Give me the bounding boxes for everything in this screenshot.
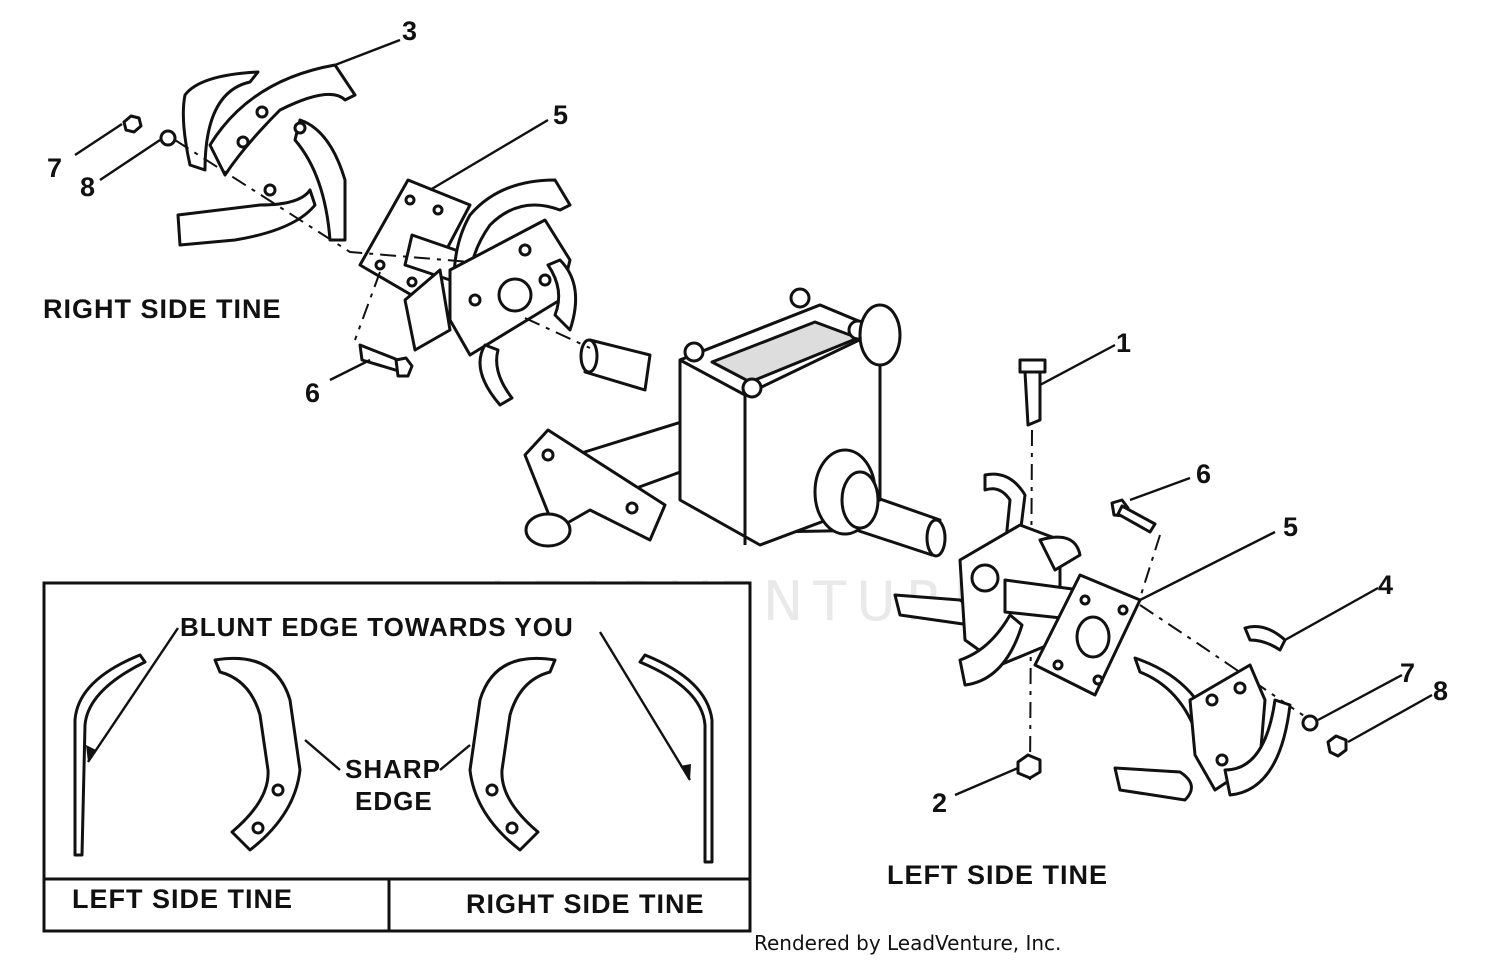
right-side-tine-assembly (122, 63, 578, 407)
inset-note-blunt-edge: BLUNT EDGE TOWARDS YOU (180, 612, 574, 642)
inset-left-side-tine-label: LEFT SIDE TINE (72, 884, 293, 914)
callout-2: 2 (932, 788, 947, 818)
footer-credit: Rendered by LeadVenture, Inc. (754, 931, 1061, 955)
orientation-inset: BLUNT EDGE TOWARDS YOU SHARP EDGE LEFT S… (42, 581, 752, 933)
callout-3: 3 (402, 16, 417, 46)
callout-1: 1 (1116, 328, 1131, 358)
transmission-assembly (523, 287, 947, 558)
inset-sharp-label-line1: SHARP (345, 754, 441, 784)
callout-8-left: 8 (1433, 676, 1448, 706)
callout-leaders (74, 38, 1433, 797)
callout-7-right: 7 (47, 153, 62, 183)
caption-right-side-tine: RIGHT SIDE TINE (43, 294, 282, 324)
inset-sharp-label-line2: EDGE (355, 786, 433, 816)
callout-5-right: 5 (553, 100, 568, 130)
left-side-tine-assembly (893, 358, 1348, 802)
inset-right-side-tine-label: RIGHT SIDE TINE (466, 889, 705, 919)
callout-6-right: 6 (305, 378, 320, 408)
callout-4: 4 (1378, 570, 1393, 600)
callout-8-right: 8 (80, 172, 95, 202)
callout-6-left: 6 (1196, 459, 1211, 489)
callout-5-left: 5 (1283, 512, 1298, 542)
callout-7-left: 7 (1400, 658, 1415, 688)
caption-left-side-tine: LEFT SIDE TINE (887, 860, 1108, 890)
